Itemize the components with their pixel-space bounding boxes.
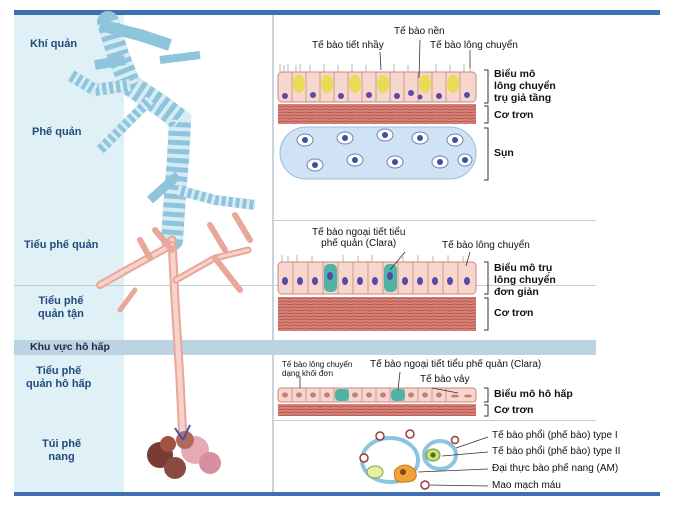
zone-respiratory-bronchiole-line1: Tiểu phế (36, 365, 82, 377)
label-goblet-cell: Tế bào tiết nhầy (312, 40, 384, 51)
bronchiole-branches (96, 212, 253, 445)
label-cuboidal-line1: Tế bào lông chuyển (282, 360, 353, 369)
zone-alveolar-sac-line1: Túi phế (42, 438, 82, 450)
bronchial-tree (66, 11, 256, 251)
zone-bronchiole: Tiểu phế quản (24, 239, 99, 251)
zone-terminal-bronchiole-line2: quản tận (38, 308, 84, 320)
label-smooth-muscle-2: Cơ trơn (494, 307, 534, 319)
zone-respiratory-bronchiole-line2: quản hô hấp (26, 378, 92, 390)
panel1-epithelium (277, 39, 489, 181)
divider-3 (274, 420, 596, 421)
label-smooth-muscle-1: Cơ trơn (494, 109, 534, 121)
panel4-alveoli (359, 429, 489, 490)
label-type1-pneumocyte: Tế bào phổi (phế bào) type I (492, 430, 618, 441)
label-simple-columnar-line2: lông chuyển (494, 274, 556, 286)
zone-alveolar-sac-line2: nang (48, 451, 75, 463)
label-cuboidal-line2: dạng khối đơn (282, 369, 334, 378)
label-ciliated-cell: Tế bào lông chuyển (430, 40, 518, 51)
label-clara-line1: Tế bào ngoại tiết tiểu (312, 227, 406, 238)
panel2-epithelium (277, 251, 489, 331)
label-pseudostratified-line3: trụ giả tầng (494, 92, 552, 104)
label-cuboidal-ciliated: Tế bào lông chuyển dạng khối đơn (282, 360, 352, 378)
label-simple-columnar: Biểu mô trụ lông chuyển đơn giản (494, 262, 556, 298)
label-smooth-muscle-3: Cơ trơn (494, 404, 534, 416)
divider-1 (274, 220, 596, 221)
label-cartilage: Sụn (494, 147, 514, 159)
label-alveolar-macrophage: Đại thực bào phế nang (AM) (492, 463, 619, 474)
label-clara-cell-2: Tế bào ngoại tiết tiểu phế quản (Clara) (370, 359, 542, 370)
zone-terminal-bronchiole-line1: Tiểu phế (38, 295, 84, 307)
zone-alveolar-sac: Túi phế nang (42, 438, 81, 464)
respiratory-zone-label: Khu vực hô hấp (30, 341, 110, 353)
label-pseudostratified-line2: lông chuyển (494, 80, 556, 92)
alveolar-sacs (147, 424, 221, 479)
label-basal-cell: Tế bào nền (394, 26, 445, 37)
top-bar (14, 10, 660, 15)
column-divider (272, 15, 274, 492)
label-clara-cell: Tế bào ngoại tiết tiểu phế quản (Clara) (312, 227, 405, 249)
zone-trachea: Khí quản (30, 38, 78, 50)
bottom-bar (14, 492, 660, 496)
zone-terminal-bronchiole: Tiểu phế quản tận (38, 295, 84, 321)
zone-bronchus: Phế quản (32, 126, 82, 138)
label-simple-columnar-line3: đơn giản (494, 286, 539, 298)
label-type2-pneumocyte: Tế bào phổi (phế bào) type II (492, 446, 621, 457)
label-capillary: Mao mạch máu (492, 480, 561, 491)
label-pseudostratified-line1: Biểu mô (494, 68, 536, 80)
label-respiratory-epithelium: Biểu mô hô hấp (494, 388, 573, 400)
label-simple-columnar-line1: Biểu mô trụ (494, 262, 553, 274)
label-squamous-cell: Tế bào vảy (420, 374, 470, 385)
label-clara-line2: phế quản (Clara) (321, 238, 397, 249)
label-pseudostratified-epithelium: Biểu mô lông chuyển trụ giả tầng (494, 68, 556, 104)
panel3-epithelium (277, 371, 489, 417)
respiratory-zone-band (14, 340, 596, 355)
label-ciliated-cell-2: Tế bào lông chuyển (442, 240, 530, 251)
zone-respiratory-bronchiole: Tiểu phế quản hô hấp (26, 365, 91, 391)
